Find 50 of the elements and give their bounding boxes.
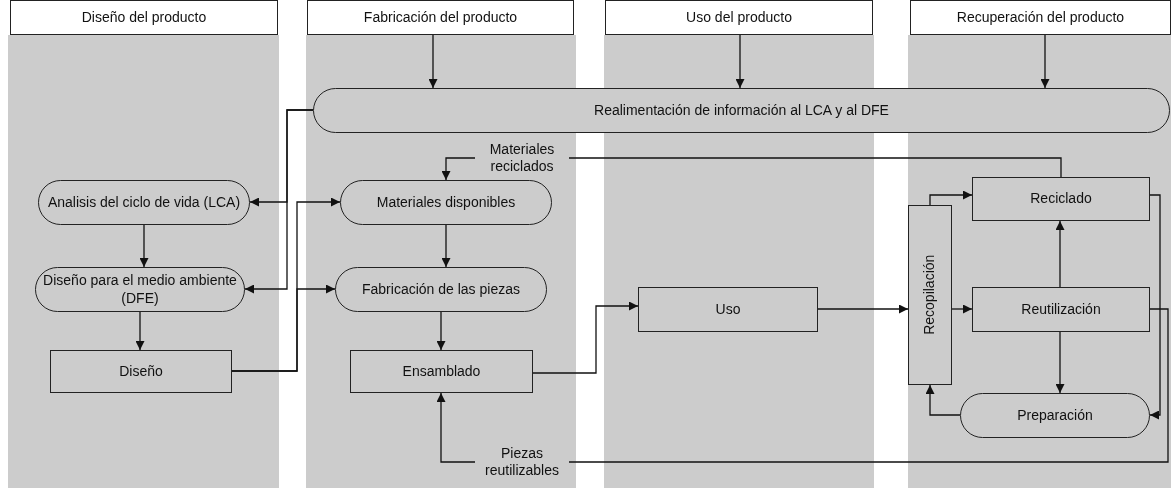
process-box xyxy=(350,350,533,393)
arrow xyxy=(436,311,446,351)
node-label: Reutilización xyxy=(1021,300,1101,319)
arrow xyxy=(135,311,145,351)
arrow xyxy=(139,224,149,268)
arrow xyxy=(817,304,909,314)
node-label: Diseño del producto xyxy=(81,8,207,27)
header-box xyxy=(307,0,574,35)
arrow xyxy=(532,301,639,374)
arrow xyxy=(231,284,336,372)
process-pill xyxy=(335,267,547,312)
arrow xyxy=(428,34,438,89)
arrow xyxy=(1055,220,1065,288)
process-pill xyxy=(960,393,1150,438)
node-label: Recuperación del producto xyxy=(956,8,1125,27)
node-label: Recopilación xyxy=(921,254,939,336)
arrow xyxy=(951,304,973,314)
node-label: Preparación xyxy=(1017,406,1093,425)
process-pill xyxy=(340,180,552,225)
process-box xyxy=(908,205,952,385)
node-label: Fabricación del producto xyxy=(363,8,518,27)
node-label: Analisis del ciclo de vida (LCA) xyxy=(47,193,241,212)
header-box xyxy=(10,0,278,35)
feedback-band xyxy=(313,88,1170,133)
arrow xyxy=(1040,34,1050,89)
arrow xyxy=(1055,331,1065,394)
arrow xyxy=(735,34,745,89)
arrow xyxy=(925,384,961,416)
arrow xyxy=(436,308,1169,463)
process-box xyxy=(972,177,1150,221)
process-box xyxy=(638,287,818,332)
node-label: Reciclado xyxy=(1030,190,1092,208)
node-label: Diseño para el medio ambiente (DFE) xyxy=(42,272,238,307)
node-label: Fabricación de las piezas xyxy=(362,280,520,299)
process-box xyxy=(50,350,232,393)
node-label: Ensamblado xyxy=(402,362,481,381)
node-label: Realimentación de información al LCA y al DFE xyxy=(594,101,889,120)
node-label: Uso xyxy=(715,300,741,319)
process-pill xyxy=(38,180,250,225)
header-box xyxy=(605,0,873,35)
node-label: Diseño xyxy=(119,362,163,381)
node-label: Materiales disponibles xyxy=(376,193,516,212)
arrow xyxy=(929,190,973,206)
arrow xyxy=(441,224,451,268)
arrow xyxy=(1149,194,1161,420)
arrow xyxy=(244,109,314,294)
node-label: Uso del producto xyxy=(686,8,792,27)
process-box xyxy=(972,287,1150,332)
process-pill xyxy=(35,267,245,312)
header-box xyxy=(910,0,1171,35)
